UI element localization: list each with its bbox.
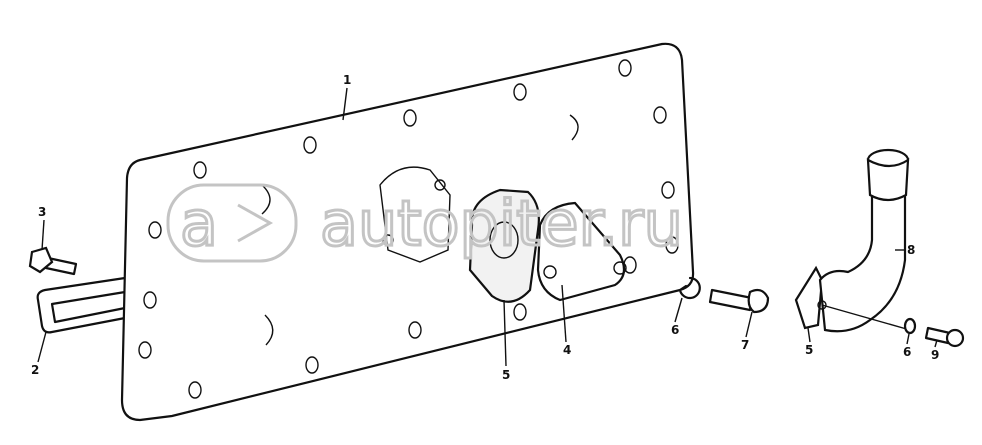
bolt-3 <box>28 246 78 276</box>
leader-lines <box>37 87 938 367</box>
lock-washer-6a <box>678 276 701 300</box>
plate-bolt-holes <box>138 59 679 399</box>
callout-5a: 5 <box>502 368 510 382</box>
side-cover-plate <box>120 42 695 422</box>
cover-hole <box>613 261 627 275</box>
washer-6b <box>903 317 917 335</box>
cover-flange <box>536 201 626 302</box>
callout-8: 8 <box>907 243 915 257</box>
callout-4: 4 <box>563 343 571 357</box>
bolt-7 <box>708 288 770 314</box>
callout-7: 7 <box>741 338 749 352</box>
flange-hole <box>434 179 446 191</box>
callout-9: 9 <box>931 348 939 362</box>
cover-hole <box>543 265 557 279</box>
dipstick <box>36 276 127 334</box>
watermark-logo: a <box>166 183 298 263</box>
pipe-gasket <box>794 265 824 330</box>
bolt-9 <box>924 326 965 348</box>
gasket <box>468 188 540 303</box>
gasket-hole <box>489 221 519 259</box>
callout-6b: 6 <box>903 345 911 359</box>
oil-filler-pipe <box>817 148 911 333</box>
flange-hole <box>382 234 394 246</box>
callout-6a: 6 <box>671 323 679 337</box>
plate-opening-flange <box>379 166 451 263</box>
callout-2: 2 <box>31 363 39 377</box>
callout-3: 3 <box>38 205 46 219</box>
watermark-text: autopiter.ru <box>320 187 683 260</box>
svg-text:a: a <box>180 187 218 260</box>
callout-1: 1 <box>343 73 351 87</box>
callout-5b: 5 <box>805 343 813 357</box>
